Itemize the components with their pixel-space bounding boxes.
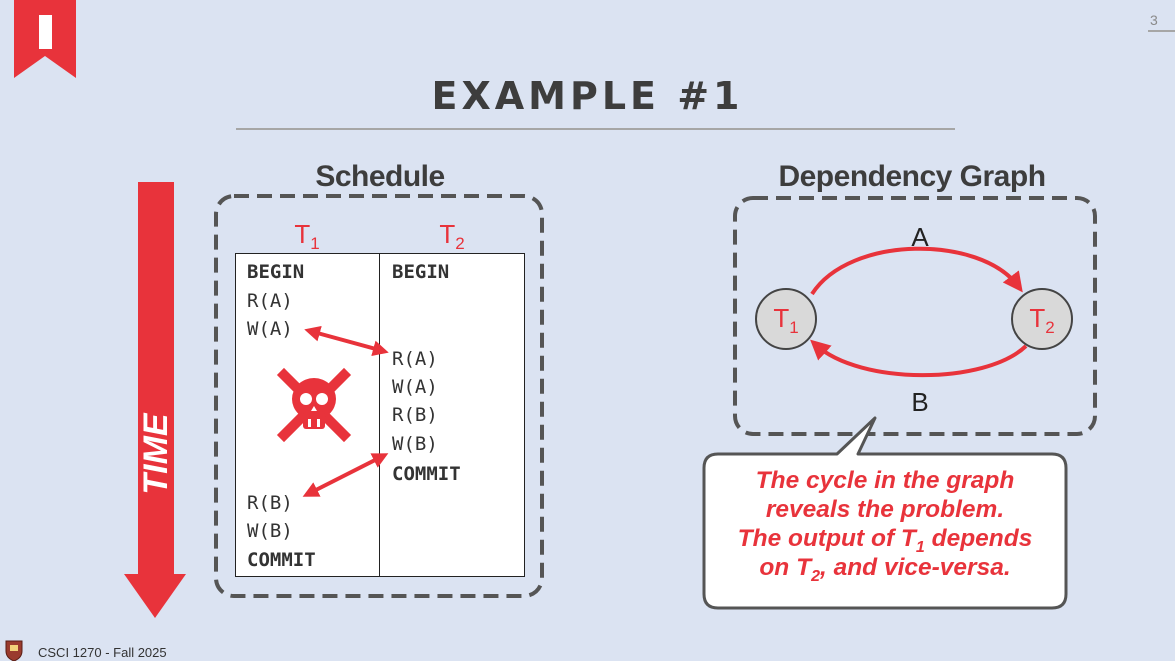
- conflict-arrow-b: [302, 453, 389, 497]
- schedule-frame: [214, 194, 544, 598]
- t1-op-write-b: W(B): [247, 520, 293, 542]
- slide-title: EXAMPLE #1: [431, 74, 744, 118]
- footer-course: CSCI 1270 - Fall 2025: [38, 645, 167, 660]
- node-t2: [1011, 288, 1073, 350]
- t2-op-read-b: R(B): [392, 404, 438, 426]
- edge-b-arrow: [810, 339, 1028, 378]
- edge-b-label: B: [911, 387, 929, 417]
- time-label: TIME: [137, 412, 175, 495]
- node-t1-label: T1: [773, 303, 799, 338]
- schedule-table: [235, 253, 525, 577]
- schedule-heading: Schedule: [315, 160, 445, 193]
- t2-op-begin: BEGIN: [392, 261, 450, 283]
- callout-line-3: The output of T1 depends: [737, 525, 1033, 556]
- conflict-arrow-a: [304, 325, 389, 357]
- callout-text: The cycle in the graph reveals the probl…: [710, 466, 1060, 585]
- t2-op-read-a: R(A): [392, 348, 438, 370]
- t2-op-write-b: W(B): [392, 433, 438, 455]
- page-number-rule: [1148, 30, 1175, 32]
- node-t2-label: T2: [1029, 303, 1055, 338]
- schedule-column-divider: [379, 253, 380, 577]
- callout-line-4: on T2, and vice-versa.: [759, 554, 1011, 585]
- university-seal-icon: [5, 640, 23, 661]
- t1-op-begin: BEGIN: [247, 261, 305, 283]
- t1-op-read-b: R(B): [247, 492, 293, 514]
- skull-crossbones-icon: [276, 367, 352, 443]
- edge-a-label: A: [911, 222, 929, 252]
- t1-op-commit: COMMIT: [247, 549, 316, 571]
- t2-op-commit: COMMIT: [392, 463, 461, 485]
- edge-a-arrow: [810, 246, 1023, 296]
- graph-frame: [733, 196, 1097, 436]
- node-t1: [755, 288, 817, 350]
- callout-line-1: The cycle in the graph: [755, 467, 1015, 494]
- callout-line-2: reveals the problem.: [765, 496, 1005, 523]
- t2-header: T2: [439, 219, 465, 254]
- time-arrow: TIME: [124, 182, 186, 618]
- graph-heading: Dependency Graph: [778, 160, 1046, 193]
- t1-header: T1: [294, 219, 320, 254]
- title-divider: [236, 128, 955, 130]
- bookmark-icon: [14, 0, 76, 78]
- t1-op-read-a: R(A): [247, 290, 293, 312]
- t2-op-write-a: W(A): [392, 376, 438, 398]
- page-number: 3: [1150, 12, 1158, 28]
- t1-op-write-a: W(A): [247, 318, 293, 340]
